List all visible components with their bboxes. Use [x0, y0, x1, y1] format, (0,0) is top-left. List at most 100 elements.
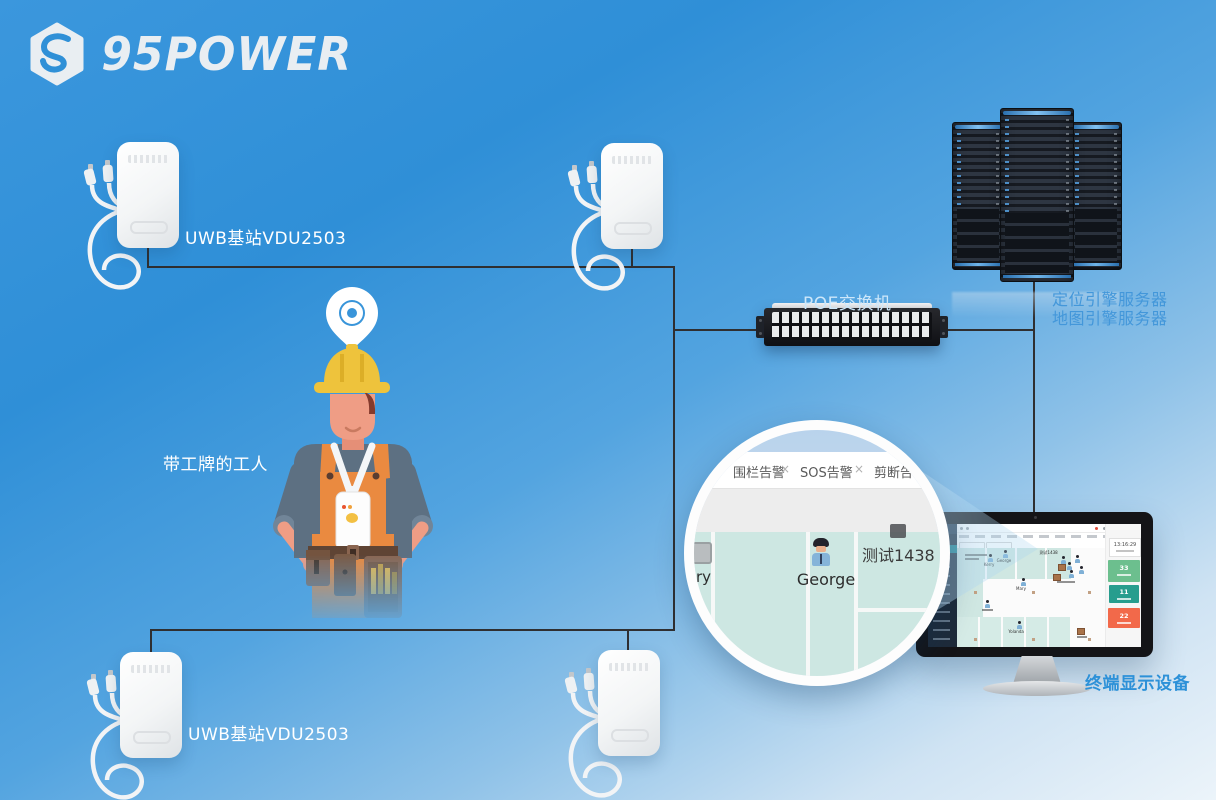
tab-sos-alarm: SOS告警 — [800, 466, 853, 481]
worker-label: 带工牌的工人 — [163, 455, 268, 475]
location-pin-icon — [326, 287, 378, 350]
server-led-column — [1005, 119, 1009, 271]
logo: 95POWER — [28, 22, 357, 86]
person-face — [816, 546, 826, 552]
bell-icon — [1103, 527, 1106, 530]
poe-switch-top — [772, 303, 932, 310]
map-cargo-box — [1053, 574, 1061, 581]
server-label: 定位引擎服务器 地图引擎服务器 — [1052, 290, 1168, 328]
server-label-line2: 地图引擎服务器 — [1052, 309, 1168, 328]
server-led-column — [996, 133, 999, 259]
magnified-map: ry George 测试1438 — [694, 524, 940, 676]
station-label-bottom: UWB基站VDU2503 — [188, 725, 350, 745]
map-room — [715, 532, 806, 676]
stat-label-bar — [1117, 598, 1131, 600]
clock-card: 13:16:29 — [1109, 538, 1141, 557]
stat-value: 22 — [1119, 612, 1129, 620]
person-hair — [813, 538, 829, 547]
tab-cut-alarm: 剪断告警 — [874, 466, 927, 481]
network-line — [673, 266, 675, 631]
uwb-station-bottom-right — [598, 650, 660, 756]
map-person — [985, 600, 990, 608]
stat-card-teal: 11 — [1109, 585, 1139, 603]
server-label-line1: 定位引擎服务器 — [1052, 290, 1168, 309]
map-person — [1067, 562, 1072, 570]
map-trolley-icon — [890, 524, 906, 538]
network-line — [631, 249, 633, 268]
tab-close-icon: × — [854, 462, 865, 476]
uwb-station-bottom-left — [120, 652, 182, 758]
hard-hat-icon — [314, 344, 390, 393]
magnified-tab-bar: 围栏告警 × SOS告警 × 剪断告警 — [694, 452, 940, 488]
network-line — [147, 266, 675, 268]
map-room — [957, 617, 1072, 647]
server-led-column — [957, 133, 961, 259]
map-anchor-dot — [1032, 638, 1035, 641]
map-anchor-dot — [1088, 591, 1091, 594]
poe-label: POE交换机 — [803, 294, 892, 314]
map-device-label: 测试1438 — [1039, 550, 1058, 555]
stat-label-bar — [1117, 574, 1131, 576]
network-line — [673, 329, 768, 331]
map-cargo-box — [1077, 628, 1085, 635]
map-anchor-dot — [1032, 591, 1035, 594]
map-person — [1017, 621, 1022, 629]
monitor-stand-neck — [1013, 656, 1061, 684]
logo-hexagon-icon — [30, 22, 84, 86]
magnified-person-icon — [812, 538, 830, 568]
stat-label-bar — [1117, 622, 1131, 624]
map-room-divider — [857, 608, 940, 612]
poe-switch-ports — [772, 312, 932, 340]
map-room — [694, 532, 711, 676]
map-text-bar — [1077, 636, 1087, 638]
server-rack-left — [952, 122, 1004, 270]
map-person-label: Mary — [1016, 586, 1026, 591]
tab-fence-alarm: 围栏告警 — [733, 466, 786, 481]
server-rack-center — [1000, 108, 1074, 282]
network-line — [627, 629, 629, 651]
poe-mount-ear — [756, 316, 765, 338]
network-line — [1033, 278, 1035, 514]
magnified-person-label: George — [796, 570, 856, 589]
worker-illustration — [273, 287, 433, 618]
monitor-stand-base — [983, 681, 1091, 696]
map-person-label: Yolanda — [1008, 629, 1024, 634]
map-person — [1075, 555, 1080, 563]
magnified-device-label: 测试1438 — [862, 546, 935, 565]
screen-tab-strip — [959, 535, 1105, 538]
network-line — [147, 248, 149, 268]
network-line — [150, 629, 152, 653]
screen-map: Kerry George 测试1438 Mary Yolanda — [957, 548, 1105, 647]
monitor-screen: Kerry George 测试1438 Mary Yolanda 13:16:2… — [928, 524, 1141, 647]
stat-value: 11 — [1119, 588, 1129, 596]
stat-card-green: 33 — [1108, 560, 1140, 582]
clock-date-bar — [1116, 550, 1134, 552]
map-anchor-dot — [974, 638, 977, 641]
tab-close-icon: × — [780, 462, 791, 476]
stat-card-orange: 22 — [1108, 608, 1140, 628]
map-room — [858, 532, 940, 676]
server-led-column — [1075, 133, 1079, 259]
server-led-column — [1114, 133, 1117, 259]
logo-text: 95POWER — [101, 27, 353, 81]
map-text-bar — [1057, 581, 1075, 583]
person-body — [812, 553, 830, 566]
alert-dot-icon — [1095, 527, 1098, 530]
server-led-column — [1066, 119, 1069, 271]
server-bays — [1075, 209, 1117, 261]
map-anchor-dot — [1088, 638, 1091, 641]
server-rack-right — [1070, 122, 1122, 270]
screen-stats-panel: 13:16:29 33 11 22 — [1105, 524, 1141, 647]
uwb-badge-tag — [335, 486, 371, 551]
station-label-top: UWB基站VDU2503 — [185, 229, 347, 249]
terminal-label: 终端显示设备 — [1085, 674, 1190, 694]
map-text-bar — [982, 609, 993, 611]
clock-time: 13:16:29 — [1113, 542, 1137, 548]
map-person — [1061, 556, 1066, 564]
uwb-station-top-right — [601, 143, 663, 249]
magnifier-circle: 围栏告警 × SOS告警 × 剪断告警 ry George 测试1438 — [684, 420, 950, 686]
server-reflection — [952, 292, 1120, 318]
poe-mount-ear — [939, 316, 948, 338]
server-rack-group — [952, 98, 1122, 294]
